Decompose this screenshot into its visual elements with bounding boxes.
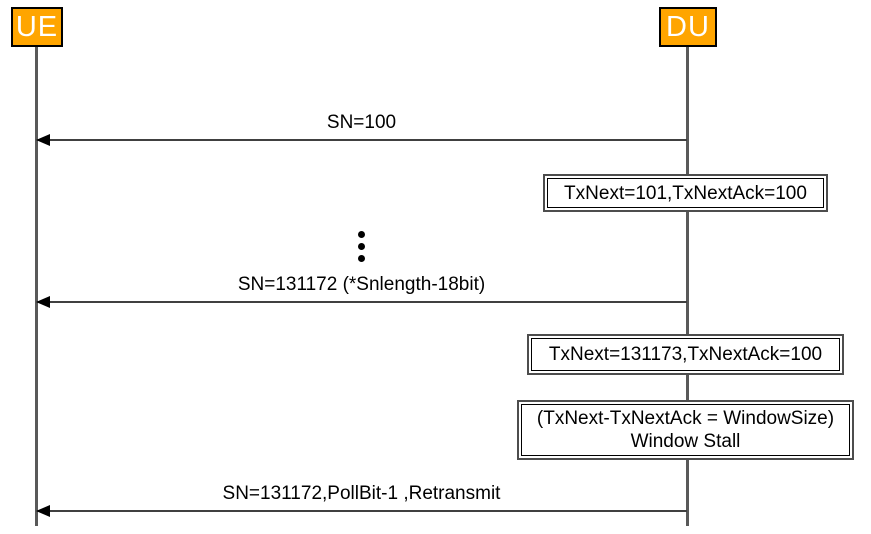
message-line-sn100 — [37, 139, 687, 141]
lifeline-du — [686, 47, 689, 526]
note-window-stall-inner: (TxNext-TxNextAck = WindowSize) Window S… — [521, 404, 850, 456]
note-window-stall-line1: (TxNext-TxNextAck = WindowSize) — [536, 408, 835, 429]
actor-du-label: DU — [666, 10, 710, 43]
vertical-ellipsis-icon — [358, 231, 365, 262]
lifeline-ue — [35, 47, 38, 526]
note-txnext-131173: TxNext=131173,TxNextAck=100 — [527, 334, 844, 375]
note-window-stall-line2: Window Stall — [630, 431, 741, 452]
note-txnext-131173-inner: TxNext=131173,TxNextAck=100 — [531, 338, 840, 371]
left-arrowhead-icon — [36, 505, 50, 517]
left-arrowhead-icon — [36, 134, 50, 146]
left-arrowhead-icon — [36, 296, 50, 308]
message-label-sn100: SN=100 — [326, 112, 397, 133]
note-txnext-101-text: TxNext=101,TxNextAck=100 — [564, 182, 807, 204]
message-line-retransmit — [37, 510, 687, 512]
message-label-sn131172: SN=131172 (*Snlength-18bit) — [237, 274, 486, 295]
note-txnext-131173-text: TxNext=131173,TxNextAck=100 — [548, 344, 823, 365]
ellipsis-dot — [358, 255, 365, 262]
actor-ue-label: UE — [15, 10, 59, 43]
message-label-retransmit: SN=131172,PollBit-1 ,Retransmit — [222, 483, 501, 504]
ellipsis-dot — [358, 231, 365, 238]
note-txnext-101-inner: TxNext=101,TxNextAck=100 — [547, 178, 824, 208]
actor-ue: UE — [11, 7, 63, 47]
actor-du: DU — [659, 7, 717, 47]
message-line-sn131172 — [37, 301, 687, 303]
ellipsis-dot — [358, 243, 365, 250]
note-window-stall: (TxNext-TxNextAck = WindowSize) Window S… — [517, 400, 854, 460]
note-txnext-101: TxNext=101,TxNextAck=100 — [543, 174, 828, 212]
